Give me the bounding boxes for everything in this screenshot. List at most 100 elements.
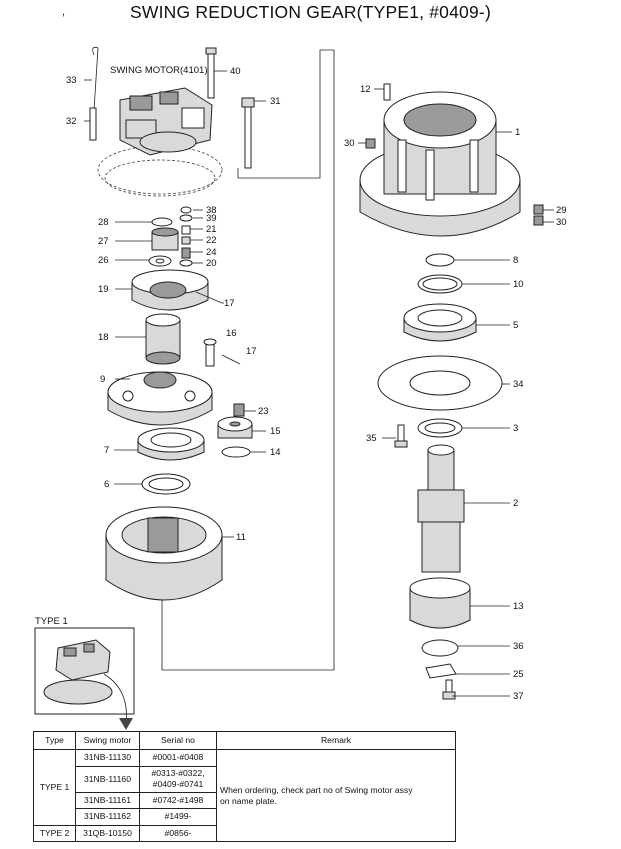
callout-15: 15 bbox=[270, 426, 281, 437]
small-parts-drawing bbox=[179, 206, 193, 267]
cell-motor: 31QB-10150 bbox=[75, 824, 140, 842]
swing-motor-table: Type Swing motor Serial no Remark TYPE 1… bbox=[33, 731, 456, 842]
lock-25-drawing bbox=[425, 663, 457, 679]
cell-motor: 31NB-11161 bbox=[75, 791, 140, 809]
callout-25: 25 bbox=[513, 669, 524, 680]
gear-27-drawing bbox=[151, 227, 179, 251]
callout-13: 13 bbox=[513, 601, 524, 612]
cell-serial: #0001-#0408 bbox=[139, 749, 217, 767]
callout-40: 40 bbox=[230, 66, 241, 77]
callout-2: 2 bbox=[513, 498, 518, 509]
header-serial-no: Serial no bbox=[139, 731, 217, 750]
pin-16-drawing bbox=[203, 338, 217, 367]
table-row: TYPE 2 31QB-10150 #0856- bbox=[33, 824, 456, 842]
seal-3-drawing bbox=[417, 418, 463, 438]
plug-30-drawing bbox=[365, 138, 376, 149]
type1-label: TYPE 1 bbox=[35, 616, 68, 627]
carrier-9-drawing bbox=[107, 371, 213, 426]
callout-31: 31 bbox=[270, 96, 281, 107]
casing-1-drawing bbox=[359, 91, 521, 237]
type1-arrow-head bbox=[119, 718, 133, 730]
type1-motor-drawing bbox=[43, 639, 113, 705]
callout-36: 36 bbox=[513, 641, 524, 652]
callout-33: 33 bbox=[66, 75, 77, 86]
pin-17b-drawing bbox=[221, 354, 241, 365]
swing-motor-drawing bbox=[97, 87, 223, 197]
serial-line-1: #0313-#0322, bbox=[151, 768, 205, 778]
callout-26: 26 bbox=[98, 255, 109, 266]
callout-39: 39 bbox=[206, 213, 217, 224]
connector-line bbox=[161, 49, 335, 671]
cell-remark: When ordering, check part no of Swing mo… bbox=[216, 749, 456, 842]
motor-label: SWING MOTOR(4101) bbox=[110, 65, 207, 76]
pin-17-drawing bbox=[195, 291, 223, 304]
plate-36-drawing bbox=[421, 639, 459, 657]
callout-5: 5 bbox=[513, 320, 518, 331]
callout-9: 9 bbox=[100, 374, 105, 385]
callout-18: 18 bbox=[98, 332, 109, 343]
callout-7: 7 bbox=[104, 445, 109, 456]
cell-motor: 31NB-11162 bbox=[75, 808, 140, 826]
callout-12: 12 bbox=[360, 84, 371, 95]
header-remark: Remark bbox=[216, 731, 456, 750]
table-row: TYPE 1 31NB-11130 #0001-#0408 When order… bbox=[33, 749, 456, 842]
callout-32: 32 bbox=[66, 116, 77, 127]
callout-17a: 17 bbox=[224, 298, 235, 309]
shaft-2-drawing bbox=[417, 444, 465, 573]
exploded-diagram: TYPE 1 bbox=[34, 46, 567, 730]
washer-26-drawing bbox=[148, 255, 172, 267]
bolt-40-drawing bbox=[205, 47, 217, 99]
callout-22: 22 bbox=[206, 235, 217, 246]
bolt-37-drawing bbox=[442, 679, 456, 700]
callout-28: 28 bbox=[98, 217, 109, 228]
washer-14-drawing bbox=[221, 446, 251, 458]
ring-gear-11-drawing bbox=[105, 506, 223, 601]
remark-line-1: When ordering, check part no of Swing mo… bbox=[220, 784, 413, 795]
table-header-row: Type Swing motor Serial no Remark bbox=[33, 731, 456, 750]
bolt-31-drawing bbox=[241, 97, 255, 169]
cell-serial: #0313-#0322, #0409-#0741 bbox=[139, 765, 217, 793]
callout-6: 6 bbox=[104, 479, 109, 490]
gear-18-drawing bbox=[145, 313, 181, 365]
pinion-13-drawing bbox=[409, 577, 471, 629]
callout-21: 21 bbox=[206, 224, 217, 235]
pipe-32-drawing bbox=[89, 107, 97, 141]
callout-24: 24 bbox=[206, 247, 217, 258]
callout-35: 35 bbox=[366, 433, 377, 444]
gear-15-drawing bbox=[217, 416, 253, 439]
bearing-7-drawing bbox=[137, 427, 205, 461]
callout-27: 27 bbox=[98, 236, 109, 247]
callout-37: 37 bbox=[513, 691, 524, 702]
callout-10: 10 bbox=[513, 279, 524, 290]
corner-mark: , bbox=[62, 6, 66, 18]
pin-12-drawing bbox=[383, 83, 391, 101]
dipstick-33-drawing bbox=[92, 46, 99, 111]
callout-30b: 30 bbox=[556, 217, 567, 228]
callout-17b: 17 bbox=[246, 346, 257, 357]
callout-8: 8 bbox=[513, 255, 518, 266]
callout-23: 23 bbox=[258, 406, 269, 417]
carrier-19-drawing bbox=[131, 269, 209, 311]
remark-line-2: on name plate. bbox=[220, 795, 277, 806]
ring-6-drawing bbox=[141, 473, 191, 495]
table-row: 31NB-11160 #0313-#0322, #0409-#0741 bbox=[34, 765, 456, 793]
bolt-35-drawing bbox=[394, 424, 408, 448]
seal-10-drawing bbox=[417, 274, 463, 294]
ring-28-drawing bbox=[151, 217, 173, 227]
header-type: Type bbox=[33, 731, 76, 750]
cell-serial: #0856- bbox=[139, 824, 217, 842]
cell-type1: TYPE 1 bbox=[33, 749, 76, 826]
cap-8-drawing bbox=[425, 253, 455, 267]
callout-38: 38 bbox=[206, 205, 217, 216]
callout-16: 16 bbox=[226, 328, 237, 339]
plate-34-drawing bbox=[377, 355, 503, 411]
gear-23-drawing bbox=[233, 403, 245, 417]
leader-lines bbox=[84, 70, 554, 697]
callout-29: 29 bbox=[556, 205, 567, 216]
header-swing-motor: Swing motor bbox=[75, 731, 140, 750]
callout-14: 14 bbox=[270, 447, 281, 458]
callout-20: 20 bbox=[206, 258, 217, 269]
cell-serial: #1499- bbox=[139, 808, 217, 826]
cell-type2: TYPE 2 bbox=[33, 824, 76, 842]
callout-19: 19 bbox=[98, 284, 109, 295]
